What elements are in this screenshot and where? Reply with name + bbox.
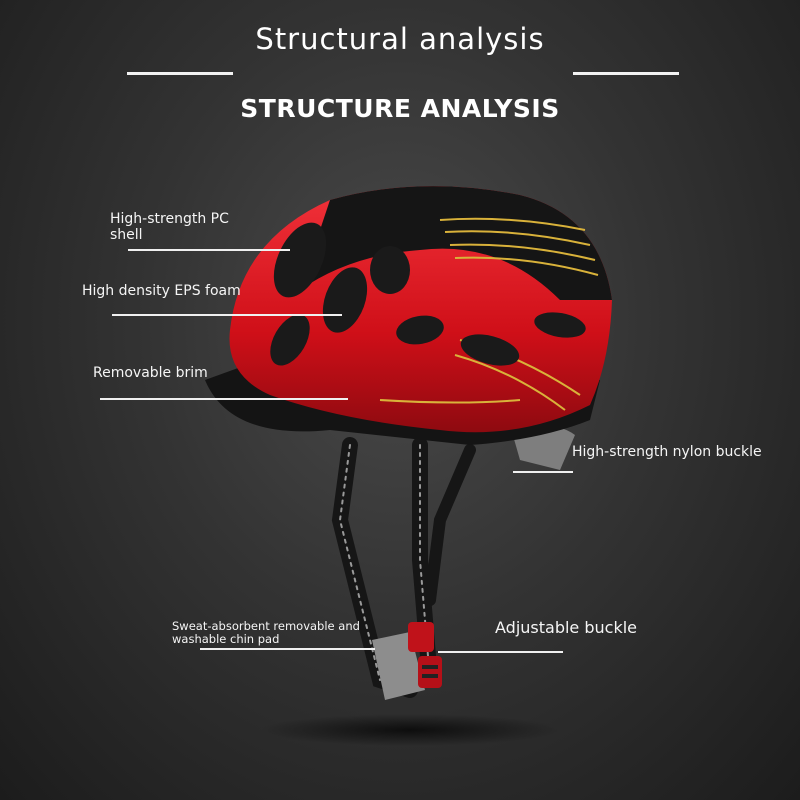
callout-brim-label: Removable brim	[93, 365, 208, 381]
title-rule-left	[127, 72, 233, 75]
callout-adjustable-buckle-label: Adjustable buckle	[495, 618, 637, 637]
callout-brim-leader	[100, 398, 348, 400]
buckle-top	[408, 622, 434, 652]
page-title: Structural analysis	[255, 22, 545, 56]
callout-shell-leader	[128, 249, 290, 251]
buckle-bottom	[418, 656, 442, 688]
callout-shell-label: High-strength PC shell	[110, 211, 290, 243]
callout-chin-pad-label: Sweat-absorbent removable and washable c…	[172, 620, 360, 646]
page-subtitle: STRUCTURE ANALYSIS	[240, 94, 560, 123]
callout-shell-line1: High-strength PC shell	[110, 211, 229, 243]
callout-adjustable-buckle-leader	[438, 651, 563, 653]
callout-nylon-buckle-label: High-strength nylon buckle	[572, 444, 762, 460]
callout-nylon-buckle-leader	[513, 471, 573, 473]
title-rule-right	[573, 72, 679, 75]
callout-chin-pad-line1: Sweat-absorbent removable and	[172, 619, 360, 633]
callout-foam-label: High density EPS foam	[82, 283, 241, 299]
helmet-top-black	[300, 186, 612, 300]
helmet-vents	[270, 222, 586, 366]
callout-chin-pad-line2: washable chin pad	[172, 632, 280, 646]
floor-shadow	[260, 714, 560, 746]
callout-foam-leader	[112, 314, 342, 316]
callout-chin-pad-leader	[200, 648, 375, 650]
